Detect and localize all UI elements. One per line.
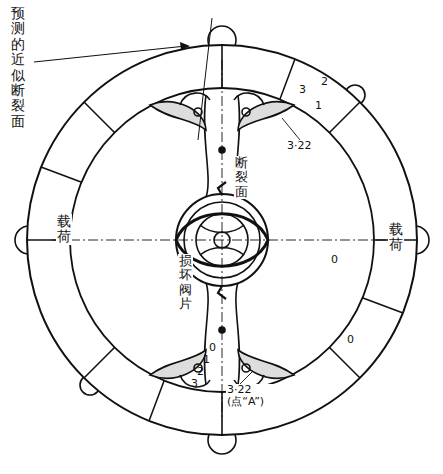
callout-number: 1 [202, 354, 211, 366]
callout-number: 2 [196, 366, 205, 378]
load-label: 载荷 [56, 214, 72, 245]
callout-number: 0 [330, 254, 339, 266]
callout-number: 3 [298, 84, 307, 96]
callout-number: 3 [190, 378, 199, 390]
point-value: 3·22 (点“A”) [226, 384, 290, 408]
callout-number: 2 [320, 76, 329, 88]
load-label: 载荷 [388, 222, 404, 253]
callout-number: 0 [346, 334, 355, 346]
damaged-valve-label: 损坏阀片 [178, 254, 193, 311]
callout-number: 0 [208, 342, 217, 354]
callout-number: 1 [314, 100, 323, 112]
point-value: 3·22 [286, 140, 313, 152]
fracture-label: 断裂面 [234, 156, 249, 199]
fracture-surface-note: 预测的近似断裂面 [10, 6, 26, 129]
